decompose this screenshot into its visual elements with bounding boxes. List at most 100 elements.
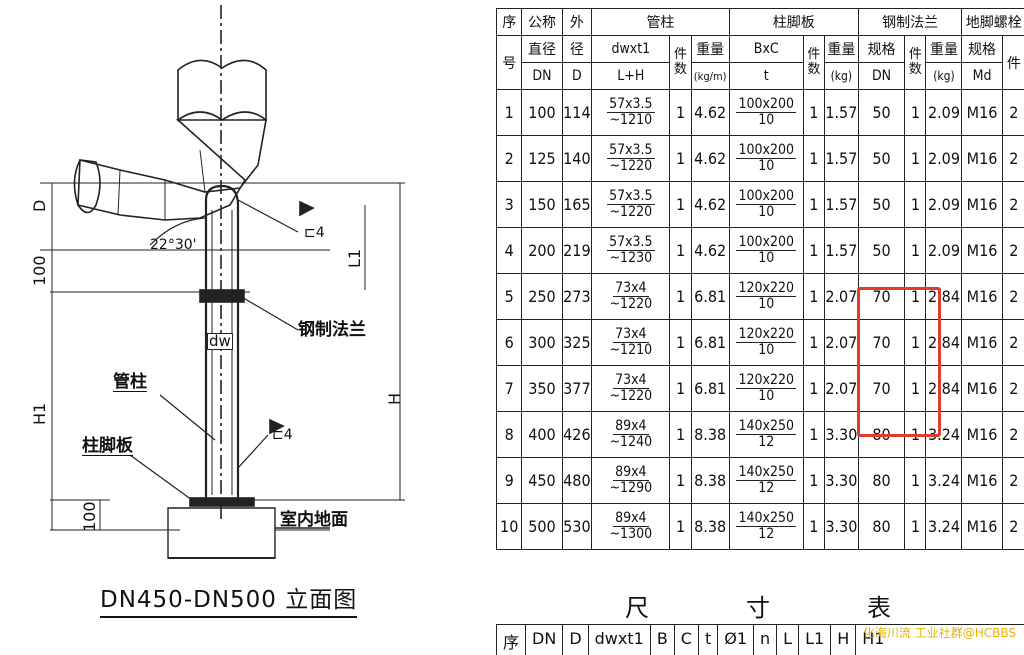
cell-bolt-qty: 2	[1002, 412, 1024, 458]
cell-plate-weight: 2.07	[824, 274, 858, 320]
cell-flange-weight: 3.24	[926, 504, 962, 550]
cell-dn: 450	[522, 458, 562, 504]
cell-flange-weight: 2.09	[926, 228, 962, 274]
cell-plate-weight: 3.30	[824, 504, 858, 550]
cell-plate-weight: 1.57	[824, 90, 858, 136]
hdr-plate-weight-top: 重量	[824, 36, 858, 63]
cell-d: 273	[562, 274, 592, 320]
cell-flange-qty: 1	[905, 228, 926, 274]
cell-no: 2	[497, 136, 522, 182]
cell-no: 6	[497, 320, 522, 366]
cell-plate-size-top: 120x220	[736, 327, 796, 343]
column-label: 管柱	[113, 374, 147, 392]
cell-plate-size-top: 140x250	[736, 511, 796, 527]
sizes-header-cell: n	[753, 625, 776, 655]
sizes-header-cell: Ø1	[717, 625, 753, 655]
cell-column-weight: 6.81	[691, 274, 729, 320]
cell-flange-qty: 1	[905, 136, 926, 182]
cell-plate-weight: 2.07	[824, 366, 858, 412]
cell-column-size: 57x3.5~1220	[592, 136, 670, 182]
cell-dn: 500	[522, 504, 562, 550]
cell-flange-spec: 80	[858, 458, 905, 504]
dw-label: dw	[207, 333, 233, 350]
cell-d: 114	[562, 90, 592, 136]
cell-column-size: 57x3.5~1220	[592, 182, 670, 228]
hdr-flange-qty: 件数	[905, 36, 926, 90]
cell-bolt-spec: M16	[962, 136, 1002, 182]
cell-d: 140	[562, 136, 592, 182]
cell-column-qty: 1	[670, 228, 691, 274]
cell-column-size-bottom: ~1230	[610, 251, 653, 266]
cell-no: 3	[497, 182, 522, 228]
cell-dn: 150	[522, 182, 562, 228]
sizes-header-cell: B	[650, 625, 674, 655]
cell-plate-weight: 1.57	[824, 136, 858, 182]
cell-flange-qty: 1	[905, 504, 926, 550]
cell-flange-qty: 1	[905, 182, 926, 228]
cell-plate-qty: 1	[803, 274, 824, 320]
hdr-outer-top: 径	[562, 36, 592, 63]
cell-plate-size-bottom: 10	[758, 159, 774, 174]
cell-column-weight: 6.81	[691, 320, 729, 366]
cell-column-size: 57x3.5~1230	[592, 228, 670, 274]
cell-d: 165	[562, 182, 592, 228]
cell-column-qty: 1	[670, 136, 691, 182]
sizes-header-cell: t	[698, 625, 717, 655]
cell-column-size-top: 89x4	[613, 511, 649, 527]
cell-column-weight: 6.81	[691, 366, 729, 412]
hdr-outer-bottom: D	[562, 63, 592, 90]
cell-dn: 250	[522, 274, 562, 320]
cell-plate-size-top: 140x250	[736, 465, 796, 481]
cell-dn: 400	[522, 412, 562, 458]
cell-plate-qty: 1	[803, 90, 824, 136]
cell-plate-size-bottom: 10	[758, 297, 774, 312]
cell-column-size-top: 73x4	[613, 327, 649, 343]
cell-column-size-top: 73x4	[613, 281, 649, 297]
cell-d: 377	[562, 366, 592, 412]
floor-label: 室内地面	[280, 512, 348, 529]
cell-column-size-bottom: ~1210	[610, 113, 653, 128]
cell-plate-size-bottom: 12	[758, 435, 774, 450]
cell-plate-size-bottom: 12	[758, 481, 774, 496]
sizes-table-title: 尺 寸 表	[625, 588, 895, 623]
cell-plate-weight: 3.30	[824, 458, 858, 504]
cell-flange-weight: 2.09	[926, 136, 962, 182]
cell-dn: 350	[522, 366, 562, 412]
cell-no: 1	[497, 90, 522, 136]
hdr-bolt-qty: 件	[1002, 36, 1024, 90]
sizes-header-cell: D	[562, 625, 587, 655]
cell-plate-qty: 1	[803, 320, 824, 366]
cell-column-weight: 8.38	[691, 458, 729, 504]
dim-100-top: 100	[30, 255, 49, 286]
cell-column-size-top: 89x4	[613, 419, 649, 435]
cell-plate-size-bottom: 10	[758, 343, 774, 358]
sizes-title-char-3: 表	[867, 588, 895, 623]
cell-column-size-bottom: ~1290	[610, 481, 653, 496]
cell-no: 9	[497, 458, 522, 504]
cell-column-size-bottom: ~1210	[610, 343, 653, 358]
weld-bottom-label: ⊏4	[272, 428, 293, 442]
cell-bolt-spec: M16	[962, 458, 1002, 504]
hdr-flange-weight-top: 重量	[926, 36, 962, 63]
cell-no: 10	[497, 504, 522, 550]
cell-column-size: 57x3.5~1210	[592, 90, 670, 136]
cell-plate-qty: 1	[803, 366, 824, 412]
flange-shape	[200, 290, 244, 302]
cell-d: 325	[562, 320, 592, 366]
cell-d: 530	[562, 504, 592, 550]
cell-flange-weight: 3.24	[926, 458, 962, 504]
cell-column-size-top: 89x4	[613, 465, 649, 481]
cell-plate-qty: 1	[803, 412, 824, 458]
cell-plate-size-top: 120x220	[736, 281, 796, 297]
dim-D: D	[30, 200, 49, 212]
cell-column-size-top: 57x3.5	[607, 189, 655, 205]
cell-column-size-bottom: ~1220	[610, 205, 653, 220]
cell-column-size: 89x4~1240	[592, 412, 670, 458]
cell-bolt-qty: 2	[1002, 366, 1024, 412]
cell-bolt-spec: M16	[962, 182, 1002, 228]
base-plate-shape	[190, 498, 254, 506]
base-plate-label: 柱脚板	[82, 438, 133, 456]
